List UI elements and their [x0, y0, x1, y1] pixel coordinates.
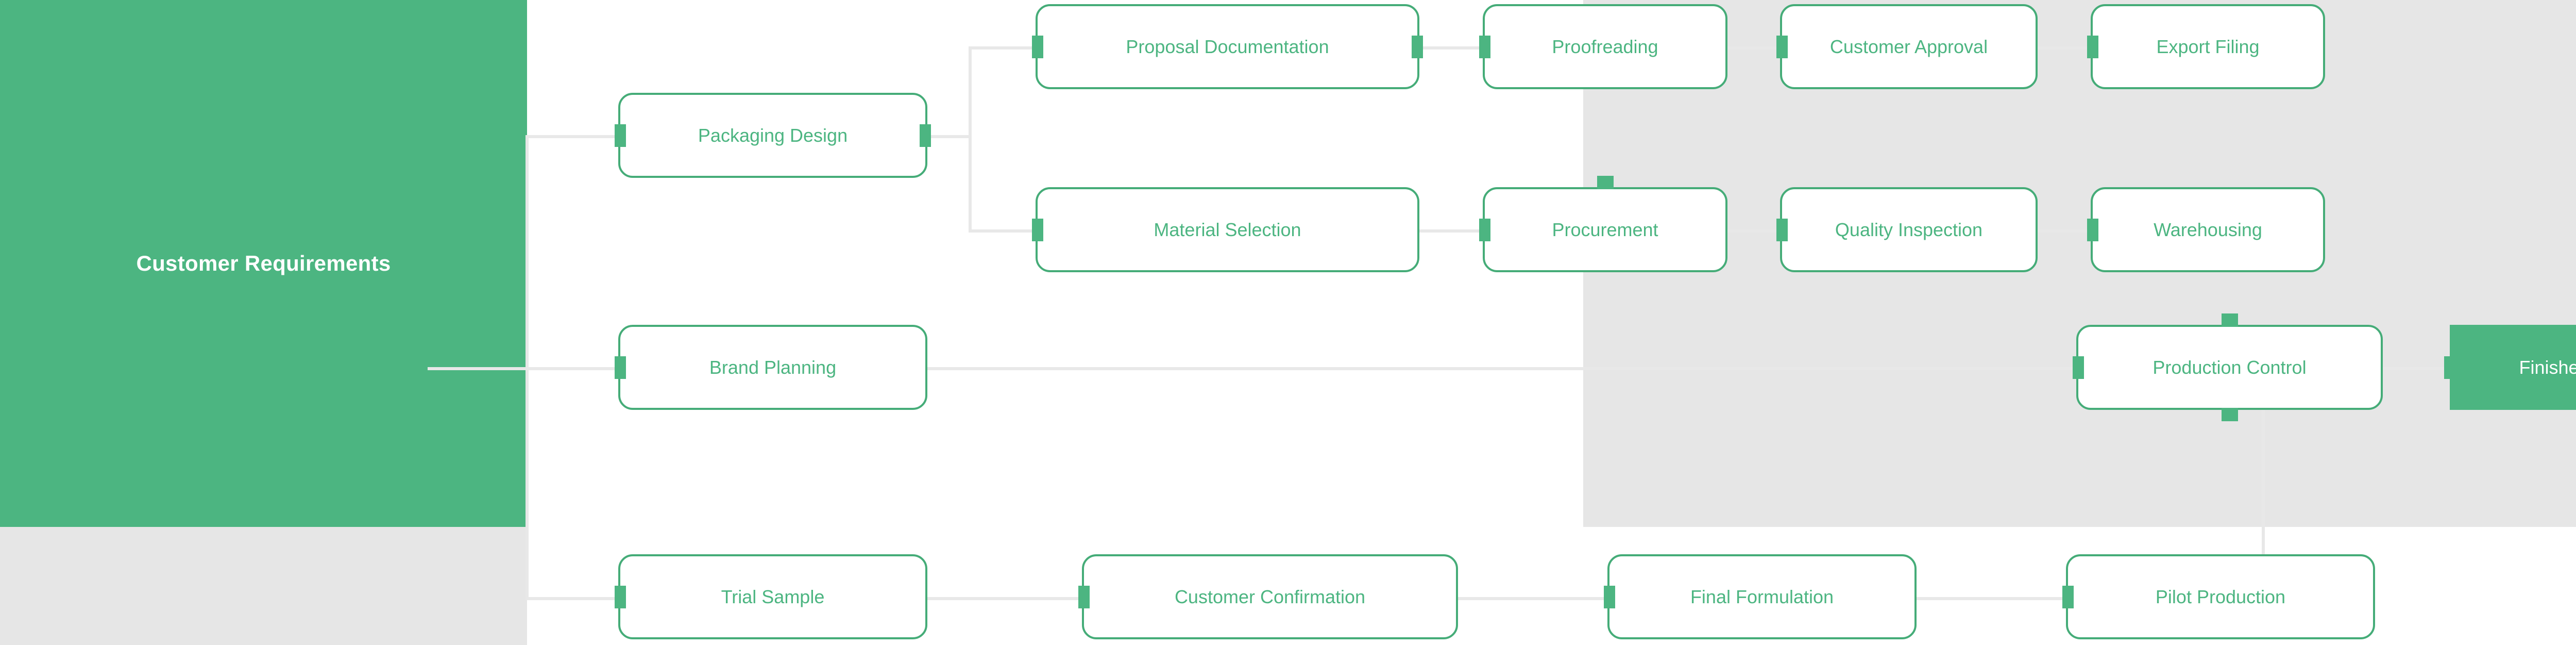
- edge-split-to-material-selection: [969, 229, 1036, 233]
- node-label: Warehousing: [2154, 219, 2262, 240]
- secondary-swimlane-band: [1583, 0, 2576, 527]
- node-label: Packaging Design: [698, 124, 848, 146]
- port-left-icon: [615, 356, 626, 379]
- port-right-icon: [1412, 35, 1423, 58]
- node-label: Brand Planning: [709, 356, 837, 378]
- sidebar-footer-band: [0, 527, 527, 645]
- node-label: Proposal Documentation: [1126, 36, 1329, 57]
- node-pilot-production[interactable]: Pilot Production: [2062, 554, 2375, 639]
- edge-proposal-documentation-to-proofreading: [1417, 46, 1484, 49]
- node-packaging-design[interactable]: Packaging Design: [615, 93, 931, 178]
- node-label: Export Filing: [2156, 36, 2260, 57]
- port-left-icon: [1032, 35, 1043, 58]
- port-top-icon: [2221, 313, 2238, 327]
- node-label: Trial Sample: [721, 586, 825, 607]
- node-label: Material Selection: [1154, 219, 1301, 240]
- port-left-icon: [2087, 35, 2098, 58]
- node-finished[interactable]: Finished: [2444, 325, 2576, 410]
- node-final-formulation[interactable]: Final Formulation: [1604, 554, 1917, 639]
- edge-final-formulation-to-pilot-production: [1917, 597, 2066, 600]
- edge-customer-confirmation-to-final-formulation: [1458, 597, 1607, 600]
- root-node-label: Customer Requirements: [136, 251, 391, 275]
- edge-trunk-to-trial-sample: [526, 597, 618, 600]
- edge-quality-inspection-to-warehousing: [2035, 229, 2092, 233]
- node-label: Quality Inspection: [1835, 219, 1983, 240]
- port-left-icon: [615, 124, 626, 147]
- node-proofreading[interactable]: Proofreading: [1479, 4, 1727, 89]
- port-top-icon: [1597, 176, 1614, 189]
- edge-root-to-packaging-design: [428, 367, 618, 370]
- port-left-icon: [615, 585, 626, 608]
- node-quality-inspection[interactable]: Quality Inspection: [1776, 187, 2038, 272]
- node-label: Customer Confirmation: [1174, 586, 1366, 607]
- node-material-selection[interactable]: Material Selection: [1032, 187, 1419, 272]
- node-production-control[interactable]: Production Control: [2073, 313, 2383, 421]
- edge-trial-sample-to-customer-confirmation: [927, 597, 1082, 600]
- node-label: Procurement: [1552, 219, 1658, 240]
- node-procurement[interactable]: Procurement: [1479, 176, 1727, 272]
- node-proposal-documentation[interactable]: Proposal Documentation: [1032, 4, 1423, 89]
- port-left-icon: [2073, 356, 2084, 379]
- edge-trunk-to-brand-planning: [526, 367, 618, 370]
- edge-pilot-production-to-production-control: [2262, 407, 2265, 583]
- port-left-icon: [2087, 218, 2098, 241]
- port-left-icon: [2062, 585, 2074, 608]
- port-bottom-icon: [2221, 408, 2238, 421]
- node-brand-planning[interactable]: Brand Planning: [615, 325, 927, 410]
- node-label: Proofreading: [1552, 36, 1658, 57]
- edge-split-to-proposal-documentation: [969, 46, 1036, 49]
- port-left-icon: [1479, 218, 1490, 241]
- edge-brand-planning-to-production-control: [927, 367, 2076, 370]
- port-left-icon: [1032, 218, 1043, 241]
- node-label: Customer Approval: [1829, 36, 1988, 57]
- port-left-icon: [1078, 585, 1090, 608]
- node-export-filing[interactable]: Export Filing: [2087, 4, 2325, 89]
- node-warehousing[interactable]: Warehousing: [2087, 187, 2325, 272]
- node-customer-approval[interactable]: Customer Approval: [1776, 4, 2038, 89]
- node-label: Pilot Production: [2155, 586, 2286, 607]
- edge-material-selection-to-procurement: [1417, 229, 1484, 233]
- edge-production-control-to-finished: [2383, 367, 2450, 370]
- edge-packaging-branch-vertical: [969, 46, 972, 231]
- node-customer-confirmation[interactable]: Customer Confirmation: [1078, 554, 1458, 639]
- edge-proofreading-to-customer-approval: [1726, 46, 1783, 49]
- edge-procurement-to-quality-inspection: [1726, 229, 1783, 233]
- port-left-icon: [1604, 585, 1615, 608]
- port-left-icon: [1776, 35, 1788, 58]
- edge-trunk-to-packaging-design: [526, 135, 618, 138]
- node-label: Final Formulation: [1690, 586, 1834, 607]
- node-label: Production Control: [2153, 356, 2307, 378]
- edge-packaging-to-split: [927, 135, 972, 138]
- node-trial-sample[interactable]: Trial Sample: [615, 554, 927, 639]
- port-left-icon: [1479, 35, 1490, 58]
- node-label: Finished: [2519, 356, 2576, 378]
- edge-customer-approval-to-export-filing: [2035, 46, 2092, 49]
- root-swimlane-band: [0, 0, 527, 527]
- port-left-icon: [1776, 218, 1788, 241]
- port-right-icon: [920, 124, 931, 147]
- port-left-icon: [2444, 356, 2455, 379]
